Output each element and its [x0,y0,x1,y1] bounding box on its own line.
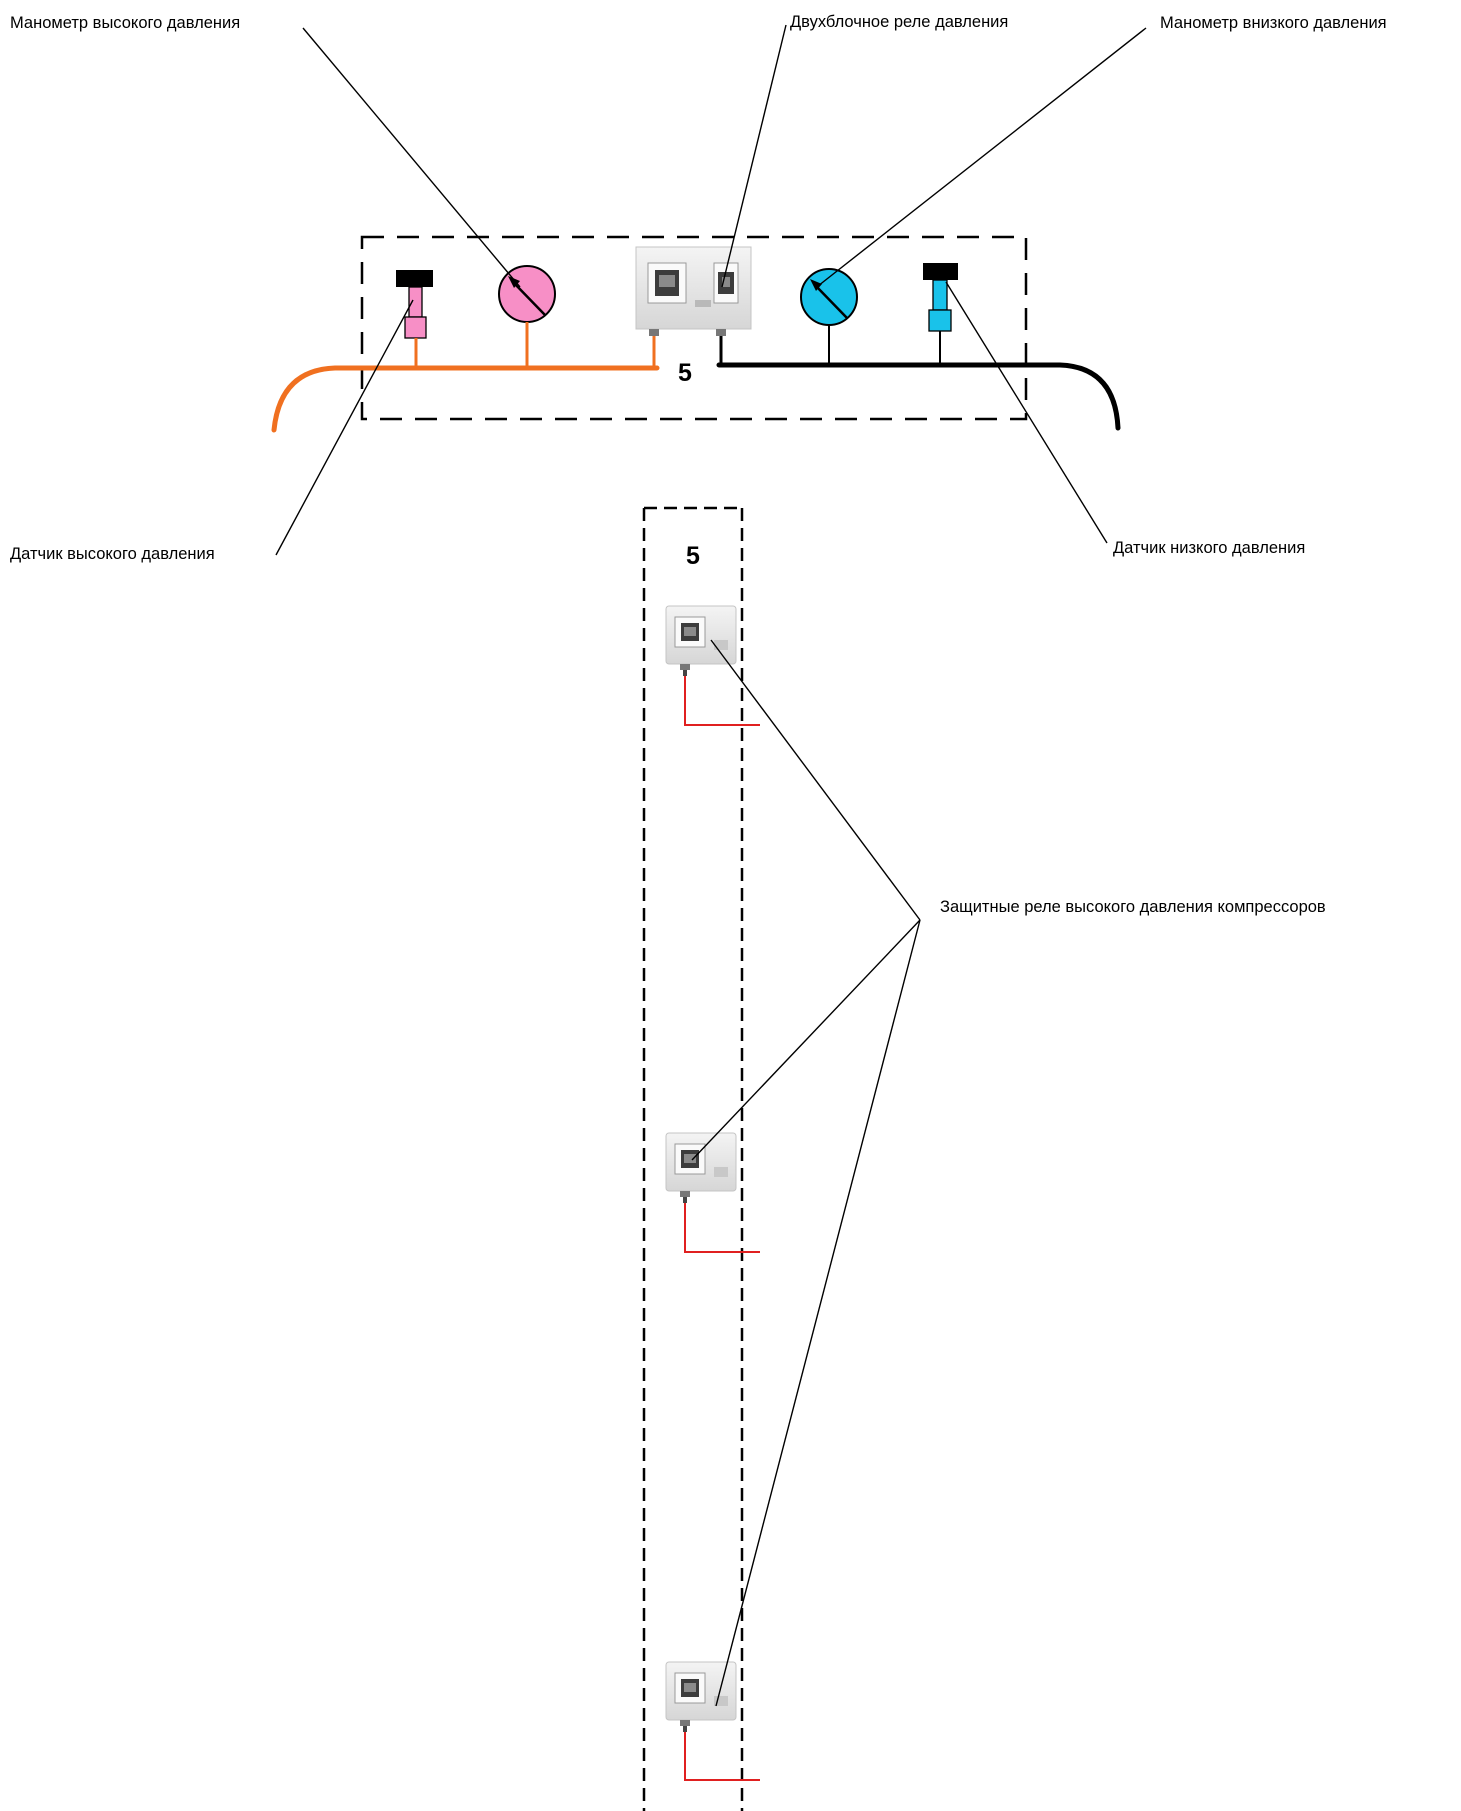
low-pressure-gauge-icon [800,268,858,365]
compressor-relay-3-icon [665,1661,760,1781]
label-low-pressure-gauge: Манометр внизкого давления [1160,14,1387,32]
label-high-pressure-gauge: Манометр высокого давления [10,14,240,32]
label-low-pressure-sensor: Датчик низкого давления [1113,539,1305,557]
top-block-number: 5 [678,359,692,387]
leader-lines [275,24,1147,1707]
label-dual-pressure-relay: Двухблочное реле давления [790,13,1008,31]
low-pressure-sensor [923,263,958,365]
high-pressure-line [271,365,660,433]
compressor-relay-2-icon [665,1132,760,1253]
vertical-block-number: 5 [686,542,700,570]
low-pressure-line [716,362,1121,431]
label-compressor-protection-relays: Защитные реле высокого давления компресс… [940,898,1326,916]
dual-pressure-relay-icon [635,246,752,368]
high-pressure-gauge-icon [498,265,556,368]
label-high-pressure-sensor: Датчик высокого давления [10,545,215,563]
high-pressure-sensor [396,270,433,368]
top-block-boundary [360,235,1028,421]
compressor-relay-1-icon [665,605,760,726]
